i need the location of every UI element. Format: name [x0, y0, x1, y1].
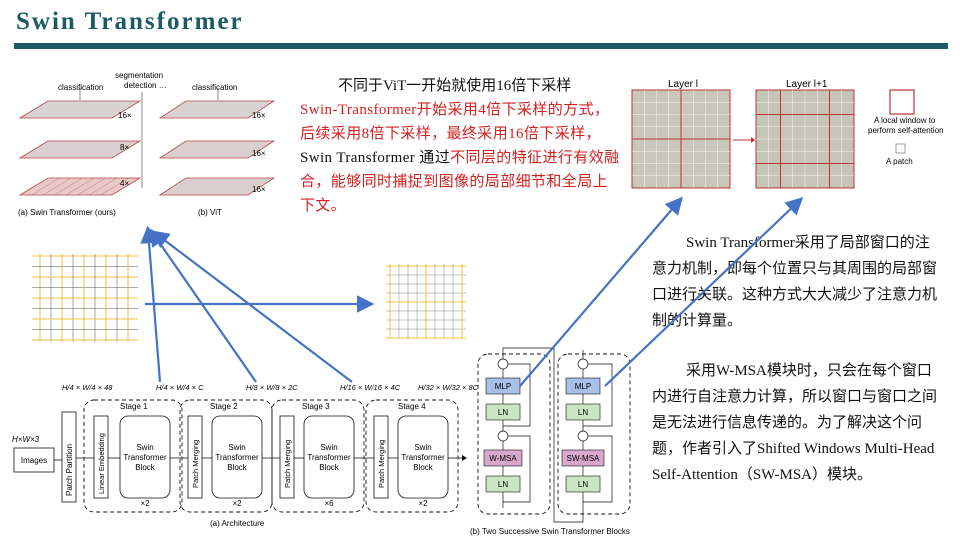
- swin-block-label-1a: Swin: [136, 443, 153, 452]
- label-16x-b2: 16×: [252, 149, 266, 158]
- title-underline: [14, 43, 948, 49]
- legend-window-text: A local window to: [874, 116, 936, 125]
- label-classification-a: classification: [58, 83, 103, 92]
- legend-patch-text: A patch: [886, 157, 913, 166]
- linear-embedding-label: Linear Embedding: [97, 433, 106, 494]
- add-left-1: [497, 358, 509, 370]
- right-text-2: 采用W-MSA模块时，只会在每个窗口内进行自注意力计算，所以窗口与窗口之间是无法…: [652, 363, 938, 483]
- patch-grid-fine: [32, 254, 138, 342]
- caption-a: (a) Swin Transformer (ours): [18, 208, 116, 217]
- rep2: ×2: [232, 499, 242, 508]
- ln-left-2-label: LN: [498, 480, 508, 489]
- top-text-line1: 不同于ViT一开始就使用16倍下采样: [338, 78, 572, 94]
- swin-block-label-2a: Swin: [228, 443, 245, 452]
- label-detection: detection …: [124, 81, 167, 90]
- swin-block-label-1c: Block: [135, 463, 156, 472]
- patch-grids: [32, 254, 466, 342]
- swin-block-1: [119, 415, 171, 499]
- rep4: ×2: [418, 499, 428, 508]
- swin-block-3: [303, 415, 355, 499]
- patch-partition-label: Patch Partition: [65, 444, 74, 496]
- stage4-label: Stage 4: [398, 402, 426, 411]
- swin-block-label-3a: Swin: [320, 443, 337, 452]
- stage3-label: Stage 3: [302, 402, 330, 411]
- label-16x-a: 16×: [118, 111, 132, 120]
- wmsa-label: W-MSA: [489, 454, 517, 463]
- ln-right-2-label: LN: [578, 480, 588, 489]
- swmsa-label: SW-MSA: [567, 454, 600, 463]
- add-left-2: [497, 430, 509, 442]
- legend-window-text2: perform self-attention: [868, 126, 944, 135]
- patch-merging-3: [373, 415, 389, 499]
- dim2: H/8 × W/8 × 2C: [246, 383, 298, 392]
- label-8x-a: 8×: [120, 143, 129, 152]
- label-classification-b: classification: [192, 83, 237, 92]
- patch-merging-1: [187, 415, 203, 499]
- patch-merging-label-2: Patch Merging: [283, 440, 292, 488]
- stage4-box: [365, 399, 459, 513]
- label-4x-a: 4×: [120, 179, 129, 188]
- add-right-1: [577, 358, 589, 370]
- swin-block-label-3b: Transformer: [307, 453, 351, 462]
- label-16x-b3: 16×: [252, 185, 266, 194]
- ln-right-1-label: LN: [578, 408, 588, 417]
- swin-block-label-4c: Block: [413, 463, 434, 472]
- linear-embedding-box: [93, 415, 109, 499]
- legend-window-box: [889, 89, 915, 115]
- swin-stack: [18, 100, 142, 196]
- stage1-label: Stage 1: [120, 402, 148, 411]
- rep1: ×2: [140, 499, 150, 508]
- window-figure: Layer l Layer l+1 A local window to perf…: [631, 79, 944, 189]
- dim0: H/4 × W/4 × 48: [62, 383, 113, 392]
- right-text-1: Swin Transformer采用了局部窗口的注意力机制，即每个位置只与其周围…: [652, 235, 938, 329]
- swin-block-label-2b: Transformer: [215, 453, 259, 462]
- mlp-left-label: MLP: [495, 382, 511, 391]
- slide-title: Swin Transformer: [16, 8, 244, 35]
- blocks-figure: MLP LN W-MSA LN MLP LN SW-MSA LN (b) Two…: [470, 347, 631, 536]
- patch-grid-coarse: [386, 264, 466, 339]
- arch-caption: (a) Architecture: [210, 519, 265, 528]
- input-dim: H×W×3: [12, 435, 40, 444]
- swin-block-2: [211, 415, 263, 499]
- top-text-red: Swin-Transformer开始采用4倍下采样的方式，后续采用8倍下采样，最…: [300, 102, 610, 142]
- label-16x-b1: 16×: [252, 111, 266, 120]
- swin-block-4: [397, 415, 449, 499]
- stage3-box: [271, 399, 365, 513]
- block-right-frame: [557, 353, 631, 515]
- layer-l1-label: Layer l+1: [786, 79, 828, 90]
- dim4: H/32 × W/32 × 8C: [418, 383, 479, 392]
- stage2-label: Stage 2: [210, 402, 238, 411]
- label-segmentation: segmentation: [115, 71, 163, 80]
- top-text-red2: 不同层的特征进行有效融合，能够同时捕捉到图像的局部细节和全局上下文。: [300, 150, 620, 214]
- layer-l-label: Layer l: [668, 79, 698, 90]
- top-text: 不同于ViT一开始就使用16倍下采样 Swin-Transformer开始采用4…: [300, 74, 622, 218]
- vit-stack: [158, 100, 276, 196]
- images-label: Images: [21, 456, 47, 465]
- swin-block-label-3c: Block: [319, 463, 340, 472]
- swin-block-label-4b: Transformer: [401, 453, 445, 462]
- add-right-2: [577, 430, 589, 442]
- swin-block-label-2c: Block: [227, 463, 248, 472]
- stage2-box: [179, 399, 273, 513]
- mlp-right-label: MLP: [575, 382, 591, 391]
- hierarchy-figure: classification segmentation detection … …: [18, 71, 276, 217]
- architecture-figure: H×W×3 Images Patch Partition Stage 1 Sta…: [12, 383, 479, 528]
- legend-patch-box: [895, 143, 906, 154]
- ln-left-1-label: LN: [498, 408, 508, 417]
- stage1-box: [83, 399, 183, 513]
- caption-b: (b) ViT: [198, 208, 222, 217]
- rep3: ×6: [324, 499, 334, 508]
- block-left-frame: [477, 353, 551, 515]
- swin-block-label-1b: Transformer: [123, 453, 167, 462]
- dim3: H/16 × W/16 × 4C: [340, 383, 401, 392]
- dim1: H/4 × W/4 × C: [156, 383, 204, 392]
- patch-partition-box: [61, 411, 77, 503]
- blocks-caption: (b) Two Successive Swin Transformer Bloc…: [470, 527, 630, 536]
- patch-merging-2: [279, 415, 295, 499]
- swin-block-label-4a: Swin: [414, 443, 431, 452]
- patch-merging-label-3: Patch Merging: [377, 440, 386, 488]
- patch-merging-label-1: Patch Merging: [191, 440, 200, 488]
- top-text-black: Swin Transformer 通过: [300, 150, 451, 166]
- images-box: [13, 447, 55, 473]
